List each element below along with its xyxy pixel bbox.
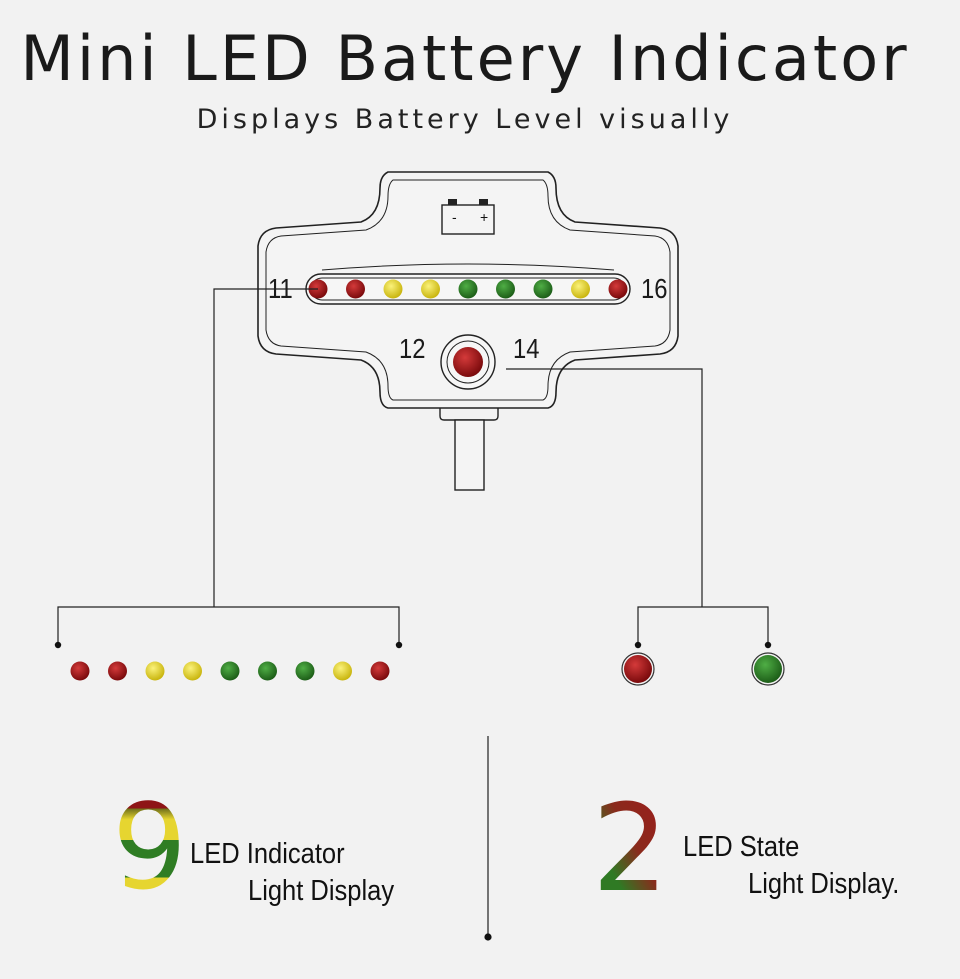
cable — [439, 408, 499, 491]
indicator-led — [220, 661, 240, 681]
bar-led — [458, 279, 478, 299]
leader-lines — [57, 288, 769, 935]
indicator-caption-line1: LED Indicator — [190, 838, 345, 870]
state-caption-line1: LED State — [683, 831, 800, 863]
terminal-minus: - — [452, 209, 457, 225]
state-caption-line2: Light Display. — [748, 868, 900, 900]
state-led-red — [624, 655, 652, 683]
indicator-led-row — [70, 661, 390, 681]
leader-dot — [634, 641, 642, 649]
bar-led — [533, 279, 553, 299]
indicator-led — [295, 661, 315, 681]
battery-terminal-icon — [441, 199, 495, 235]
indicator-led — [333, 661, 352, 681]
state-led-green — [754, 655, 782, 683]
indicator-led — [183, 661, 202, 681]
indicator-led — [258, 661, 277, 681]
state-count-number: 2 — [592, 780, 668, 919]
pin-label-16: 16 — [641, 273, 668, 304]
indicator-led — [108, 661, 127, 681]
bar-led — [421, 279, 440, 299]
bar-led — [608, 279, 628, 299]
led-bar — [308, 279, 628, 299]
page-title: Mini LED Battery Indicator — [20, 22, 910, 95]
leader-dot — [395, 641, 403, 649]
state-button[interactable] — [440, 334, 496, 390]
state-led-ring — [621, 652, 655, 686]
state-led-ring — [751, 652, 785, 686]
state-led-row — [621, 652, 785, 686]
indicator-led — [370, 661, 390, 681]
pin-label-12: 12 — [399, 333, 426, 364]
terminal-plus: + — [480, 209, 488, 225]
pin-label-14: 14 — [513, 333, 540, 364]
indicator-led — [70, 661, 90, 681]
indicator-led — [145, 661, 165, 681]
leader-dot — [764, 641, 772, 649]
page-subtitle: Displays Battery Level visually — [196, 104, 734, 135]
pin-label-11: 11 — [268, 273, 293, 304]
indicator-caption-line2: Light Display — [248, 875, 395, 907]
bar-led — [346, 279, 365, 299]
bar-led — [571, 279, 590, 299]
indicator-count-number: 9 — [112, 778, 187, 916]
bar-led — [383, 279, 403, 299]
bar-led — [496, 279, 515, 299]
leader-dot — [54, 641, 62, 649]
divider-dot — [484, 933, 492, 941]
